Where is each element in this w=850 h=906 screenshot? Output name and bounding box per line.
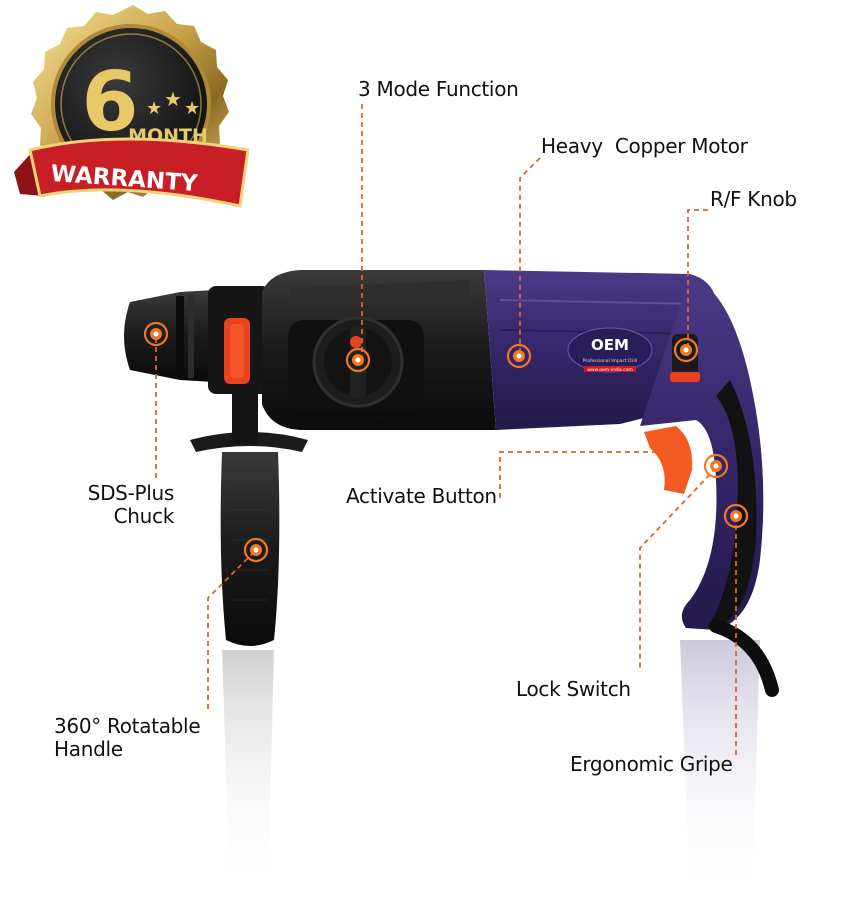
star-icon: ★: [146, 98, 162, 119]
leader-handle: [207, 551, 255, 712]
star-icon: ★: [164, 87, 182, 111]
label-rf-knob: R/F Knob: [710, 187, 797, 211]
rubber-grip: [712, 380, 757, 626]
badge-number: 6: [81, 55, 138, 150]
badge-ribbon: [28, 137, 250, 208]
callout-lines: [155, 104, 737, 756]
hotspots: [143, 321, 749, 563]
side-handle-neck: [232, 386, 258, 444]
label-3-mode-function: 3 Mode Function: [358, 77, 519, 101]
brand-plate: OEM Professional Impact Drill www.oem-in…: [567, 327, 653, 373]
leader-activate: [499, 451, 668, 498]
leader-lock: [639, 467, 717, 672]
hotspot-chuck: [143, 321, 169, 347]
hotspot-3-mode: [345, 347, 371, 373]
hotspot-rf-knob: [673, 337, 699, 363]
warranty-badge: 6 ★ ★ ★ MONTH WARRANTY: [14, 5, 250, 208]
drill-illustration: OEM Professional Impact Drill www.oem-in…: [124, 270, 779, 697]
trigger: [644, 426, 693, 494]
leader-motor: [519, 157, 541, 350]
brand-url: www.oem-india.com: [587, 367, 633, 373]
label-activate-button: Activate Button: [346, 484, 497, 508]
label-sds-plus-chuck: SDS-Plus Chuck: [87, 481, 175, 528]
label-360-rotatable-handle: 360° Rotatable Handle: [54, 714, 201, 761]
hotspot-motor: [506, 343, 532, 369]
side-handle-grip: [220, 452, 280, 646]
label-ergonomic-gripe: Ergonomic Gripe: [570, 752, 733, 776]
label-heavy-copper-motor: Heavy Copper Motor: [541, 134, 748, 158]
floor-reflection: [222, 640, 760, 900]
star-icon: ★: [184, 98, 200, 119]
label-lock-switch: Lock Switch: [516, 677, 631, 701]
hotspot-handle: [243, 537, 269, 563]
brand-subtitle: Professional Impact Drill: [583, 358, 638, 364]
leader-rf-knob: [687, 209, 708, 346]
hotspot-activate: [703, 453, 729, 479]
chuck: [124, 290, 214, 382]
rear-handle: [640, 276, 764, 630]
brand-name: OEM: [591, 336, 629, 354]
power-cable: [709, 619, 779, 697]
hotspot-ergonomic: [723, 503, 749, 529]
